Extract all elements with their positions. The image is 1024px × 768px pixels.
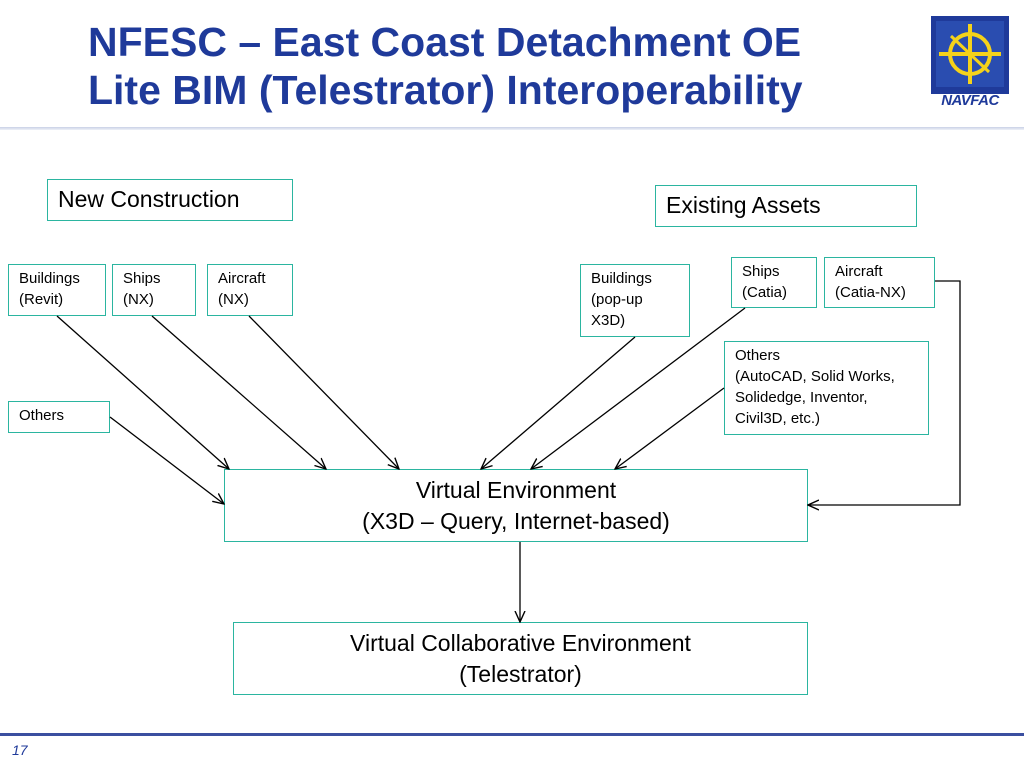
- page-number: 17: [12, 742, 28, 758]
- ea-ships-line-1: Ships: [742, 263, 780, 280]
- ea-buildings-box: Buildings (pop-up X3D): [580, 264, 690, 337]
- ea-buildings-line-3: X3D): [591, 312, 626, 329]
- arrow-nc-ships: [151, 315, 326, 469]
- nc-aircraft-line-1: Aircraft: [218, 270, 266, 287]
- nc-aircraft-box: Aircraft (NX): [207, 264, 293, 316]
- ea-buildings-line-2: (pop-up: [591, 291, 643, 308]
- collaborative-environment-line-1: Virtual Collaborative Environment: [350, 630, 691, 656]
- ea-others-line-3: Solidedge, Inventor,: [735, 389, 868, 406]
- logo-wordmark: NAVFAC: [941, 92, 999, 109]
- header-divider: [0, 127, 1024, 130]
- ea-aircraft-line-1: Aircraft: [835, 263, 883, 280]
- ea-aircraft-box: Aircraft (Catia-NX): [824, 257, 935, 308]
- arrow-ea-others: [615, 387, 725, 469]
- ea-aircraft-line-2: (Catia-NX): [835, 284, 906, 301]
- ea-others-line-1: Others: [735, 347, 781, 364]
- nc-buildings-line-2: (Revit): [19, 291, 64, 308]
- virtual-environment-line-1: Virtual Environment: [415, 477, 617, 503]
- arrow-nc-others: [109, 416, 224, 504]
- collaborative-environment-line-2: (Telestrator): [459, 661, 582, 687]
- title-line-1: NFESC – East Coast Detachment OE: [88, 19, 802, 65]
- new-construction-label: New Construction: [58, 186, 240, 212]
- nc-others-label: Others: [19, 407, 65, 424]
- ea-buildings-line-1: Buildings: [591, 270, 652, 287]
- new-construction-box: New Construction: [47, 179, 293, 221]
- nc-ships-line-1: Ships: [123, 270, 161, 287]
- existing-assets-box: Existing Assets: [655, 185, 917, 227]
- nc-ships-box: Ships (NX): [112, 264, 196, 316]
- virtual-environment-box: Virtual Environment (X3D – Query, Intern…: [224, 469, 808, 542]
- title-line-2: Lite BIM (Telestrator) Interoperability: [88, 67, 803, 113]
- virtual-environment-line-2: (X3D – Query, Internet-based): [362, 508, 670, 534]
- collaborative-environment-box: Virtual Collaborative Environment (Teles…: [233, 622, 808, 695]
- ea-others-box: Others (AutoCAD, Solid Works, Solidedge,…: [724, 341, 929, 435]
- arrow-nc-aircraft: [248, 315, 399, 469]
- arrow-ea-buildings: [481, 336, 636, 469]
- slide-title: NFESC – East Coast Detachment OE Lite BI…: [88, 18, 918, 114]
- nc-ships-line-2: (NX): [123, 291, 154, 308]
- navfac-logo-icon: [931, 16, 1009, 94]
- nc-aircraft-line-2: (NX): [218, 291, 249, 308]
- ea-ships-line-2: (Catia): [742, 284, 788, 301]
- arrow-nc-buildings: [56, 315, 229, 469]
- nc-others-box: Others: [8, 401, 110, 433]
- nc-buildings-box: Buildings (Revit): [8, 264, 106, 316]
- nc-buildings-line-1: Buildings: [19, 270, 80, 287]
- arrow-ea-aircraft: [808, 280, 961, 505]
- ea-others-line-2: (AutoCAD, Solid Works,: [735, 368, 895, 385]
- arrow-ea-ships: [531, 307, 746, 469]
- existing-assets-label: Existing Assets: [666, 192, 821, 218]
- ea-ships-box: Ships (Catia): [731, 257, 817, 308]
- ea-others-line-4: Civil3D, etc.): [735, 410, 821, 427]
- footer-divider: [0, 733, 1024, 736]
